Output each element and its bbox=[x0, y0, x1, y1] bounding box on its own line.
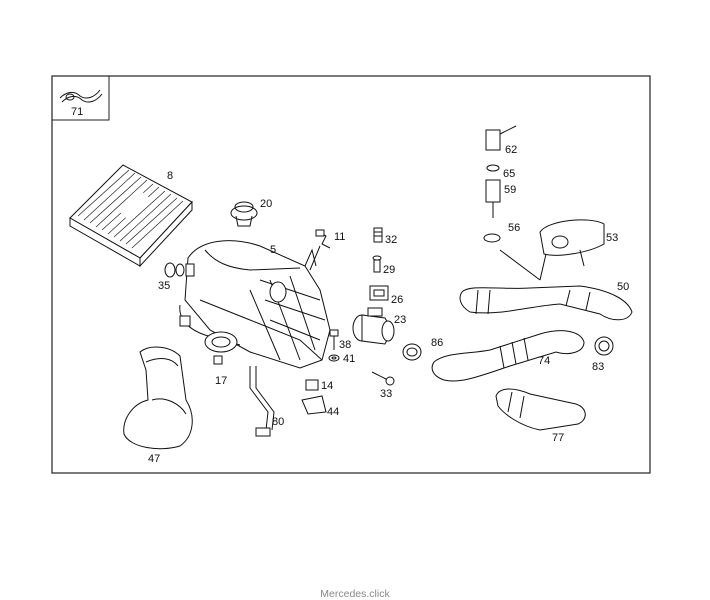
footer-source-text: Mercedes.click bbox=[320, 588, 390, 600]
part-74-hose bbox=[431, 330, 585, 382]
label-41: 41 bbox=[343, 353, 355, 365]
part-56-clip bbox=[483, 233, 501, 243]
part-23-air-mass-sensor bbox=[352, 307, 395, 345]
part-53-bracket bbox=[539, 219, 605, 281]
part-86-clamp bbox=[402, 343, 422, 361]
label-71: 71 bbox=[71, 106, 83, 118]
label-83: 83 bbox=[592, 361, 604, 373]
part-14-nut bbox=[305, 379, 319, 391]
part-65-o-ring bbox=[486, 164, 500, 172]
label-5: 5 bbox=[270, 244, 276, 256]
part-59-valve-body bbox=[485, 179, 501, 218]
part-38-bolt bbox=[329, 329, 339, 350]
label-65: 65 bbox=[503, 168, 515, 180]
label-86: 86 bbox=[431, 337, 443, 349]
part-17-plug bbox=[213, 355, 223, 365]
label-44: 44 bbox=[327, 406, 339, 418]
label-38: 38 bbox=[339, 339, 351, 351]
label-74: 74 bbox=[538, 355, 550, 367]
label-17: 17 bbox=[215, 375, 227, 387]
part-5-filter-housing bbox=[179, 240, 331, 369]
part-11-clip bbox=[315, 229, 331, 249]
part-80-hose bbox=[249, 366, 275, 437]
part-83-clamp bbox=[594, 336, 614, 356]
part-29-screw bbox=[372, 255, 382, 273]
label-62: 62 bbox=[505, 144, 517, 156]
part-35-grommet bbox=[164, 262, 195, 278]
inset-box bbox=[51, 75, 110, 121]
part-26-connector bbox=[369, 285, 389, 301]
label-35: 35 bbox=[158, 280, 170, 292]
part-71-clip bbox=[59, 89, 103, 103]
label-29: 29 bbox=[383, 264, 395, 276]
part-77-hose bbox=[495, 388, 586, 431]
part-20-cap bbox=[230, 201, 258, 227]
label-59: 59 bbox=[504, 184, 516, 196]
label-20: 20 bbox=[260, 198, 272, 210]
label-11: 11 bbox=[334, 231, 345, 243]
label-50: 50 bbox=[617, 281, 629, 293]
label-23: 23 bbox=[394, 314, 406, 326]
label-77: 77 bbox=[552, 432, 564, 444]
label-26: 26 bbox=[391, 294, 403, 306]
part-32-sensor bbox=[373, 227, 383, 243]
label-80: 80 bbox=[272, 416, 284, 428]
part-8-filter-element bbox=[69, 164, 193, 268]
part-41-washer bbox=[328, 354, 340, 362]
part-44-bracket bbox=[301, 395, 327, 415]
label-33: 33 bbox=[380, 388, 392, 400]
label-8: 8 bbox=[167, 170, 173, 182]
part-47-intake-duct bbox=[123, 346, 193, 450]
label-56: 56 bbox=[508, 222, 520, 234]
label-47: 47 bbox=[148, 453, 160, 465]
part-33-screw bbox=[371, 371, 395, 386]
label-14: 14 bbox=[321, 380, 333, 392]
label-53: 53 bbox=[606, 232, 618, 244]
part-62-valve bbox=[485, 125, 517, 151]
part-50-intake-pipe bbox=[459, 285, 633, 321]
label-32: 32 bbox=[385, 234, 397, 246]
